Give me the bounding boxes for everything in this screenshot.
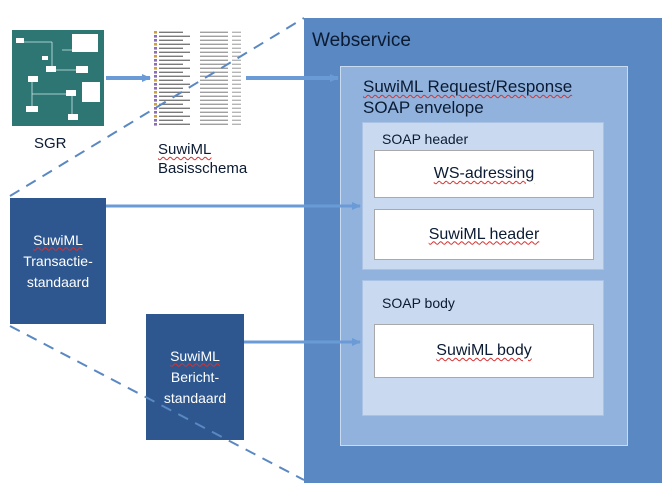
berichtstandaard-line1: SuwiML [170,347,220,364]
berichtstandaard-box: SuwiML Bericht- standaard [146,314,244,440]
ws-adressing-box: WS-adressing [374,150,594,198]
envelope-title-line1: SuwiML Request/Response [363,77,573,96]
ws-adressing-label: WS-adressing [433,165,535,182]
transactiestandaard-line1: SuwiML [33,231,83,248]
soap-envelope-title: SuwiML Request/Response SOAP envelope [363,76,572,118]
sgr-label: SGR [34,135,67,152]
transactiestandaard-line3: standaard [26,273,90,290]
suwiml-header-label: SuwiML header [428,225,540,243]
transactiestandaard-box: SuwiML Transactie- standaard [10,198,106,324]
suwiml-body-label: SuwiML body [436,342,532,359]
basisschema-label: SuwiML Basisschema [158,140,247,178]
webservice-title: Webservice [312,30,411,51]
sgr-diagram-thumbnail [12,30,104,126]
basisschema-thumbnail [152,28,244,128]
transactiestandaard-line2: Transactie- [23,252,93,269]
suwiml-header-box: SuwiML header [374,209,594,260]
basisschema-label-line2: Basisschema [158,160,248,177]
berichtstandaard-line3: standaard [163,389,227,406]
suwiml-body-box: SuwiML body [374,324,594,378]
soap-header-title: SOAP header [382,131,469,147]
zoom-line-top [9,17,305,197]
basisschema-label-line1: SuwiML [158,141,212,158]
berichtstandaard-line2: Bericht- [170,368,220,385]
zoom-line-bottom [9,325,305,481]
envelope-title-line2: SOAP envelope [363,98,484,117]
soap-body-title: SOAP body [382,295,455,311]
